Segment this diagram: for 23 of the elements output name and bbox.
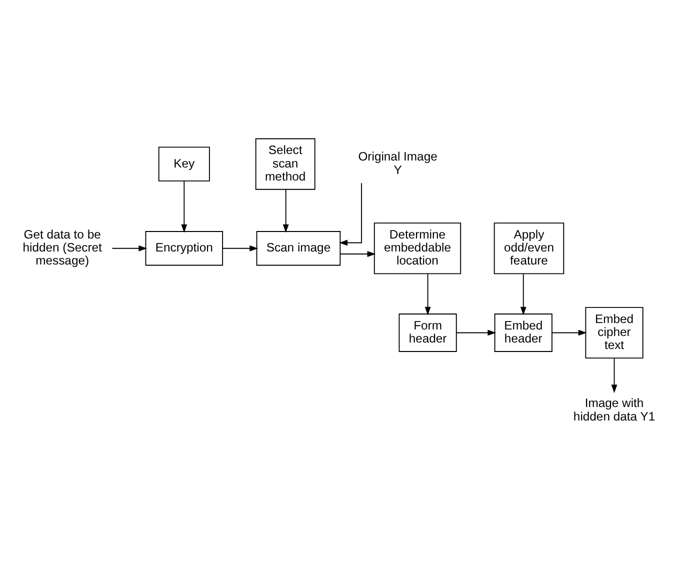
arrow	[552, 329, 587, 336]
node-text: Get data to be hidden (Secret message)	[22, 226, 102, 268]
arrow	[611, 357, 618, 393]
node-box: Scan image	[256, 230, 341, 266]
arrow	[339, 182, 362, 246]
node-box: Key	[158, 146, 210, 181]
node-box: Form header	[398, 313, 457, 352]
arrow	[424, 272, 431, 315]
arrow	[282, 188, 289, 232]
node-box: Determine embeddable location	[374, 222, 462, 274]
arrow	[112, 244, 148, 251]
node-box: Embed header	[494, 313, 552, 352]
arrow	[340, 250, 376, 256]
node-text: Image with hidden data Y1	[573, 396, 656, 423]
node-text: Original Image Y	[358, 149, 438, 176]
arrow	[181, 180, 188, 232]
node-box: Encryption	[145, 230, 224, 266]
arrow	[456, 329, 496, 336]
arrow	[222, 244, 258, 251]
node-box: Apply odd/even feature	[494, 222, 564, 274]
arrow	[520, 272, 526, 315]
node-box: Embed cipher text	[585, 306, 644, 358]
node-box: Select scan method	[255, 138, 316, 190]
